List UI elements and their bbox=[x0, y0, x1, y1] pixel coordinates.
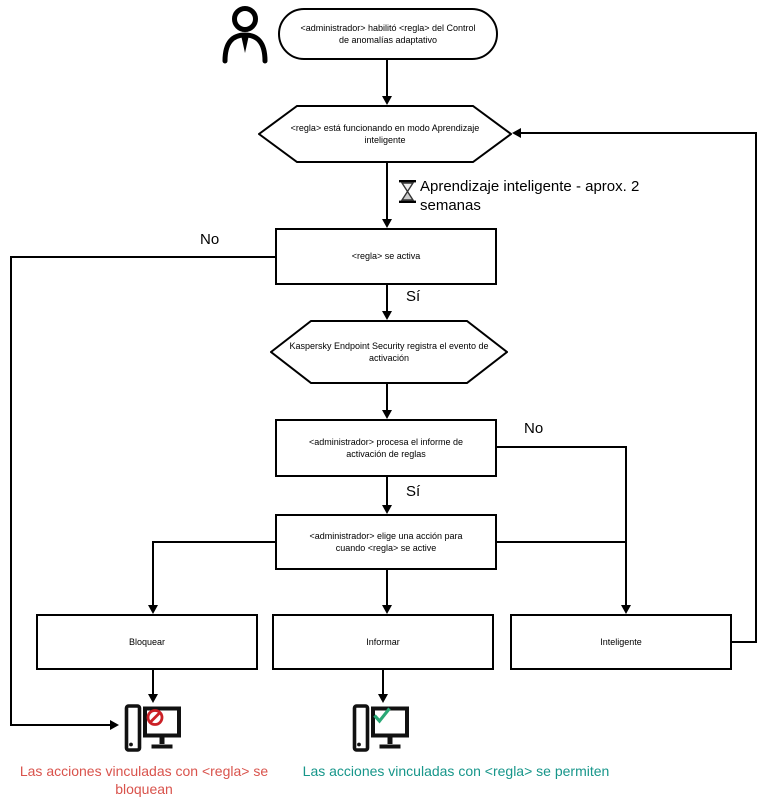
arrowhead bbox=[382, 311, 392, 320]
edge-activates-to-register bbox=[386, 285, 388, 312]
outcome-blocked-text: Las acciones vinculadas con <regla> se b… bbox=[19, 763, 269, 797]
person-icon bbox=[220, 4, 270, 64]
arrowhead bbox=[378, 694, 388, 703]
arrowhead bbox=[382, 410, 392, 419]
edge-label-no-left: No bbox=[200, 231, 220, 248]
arrowhead bbox=[382, 219, 392, 228]
edge-no-left-vertical bbox=[10, 256, 12, 726]
node-learning-mode-label: <regla> está funcionando en modo Aprendi… bbox=[290, 122, 480, 145]
arrowhead bbox=[621, 605, 631, 614]
edge-choose-to-smart-horizontal bbox=[497, 541, 627, 543]
check-mark bbox=[373, 707, 391, 724]
arrowhead bbox=[110, 720, 119, 730]
learning-note: Aprendizaje inteligente - aprox. 2 seman… bbox=[420, 178, 640, 214]
edge-smart-loop-top bbox=[521, 132, 757, 134]
edge-no-right-vertical bbox=[625, 446, 627, 605]
edge-process-to-choose bbox=[386, 477, 388, 506]
node-action-block-label: Bloquear bbox=[128, 636, 166, 647]
arrowhead bbox=[382, 505, 392, 514]
node-choose-action: <administrador> elige una acción para cu… bbox=[275, 514, 497, 570]
edge-label-no-right: No bbox=[524, 420, 544, 437]
node-register-event-label: Kaspersky Endpoint Security registra el … bbox=[289, 340, 489, 363]
edge-no-right-horizontal bbox=[497, 446, 627, 448]
node-start-label: <administrador> habilitó <regla> del Con… bbox=[300, 22, 476, 45]
edge-inform-to-icon bbox=[382, 670, 384, 694]
edge-learning-to-activates bbox=[386, 163, 388, 219]
node-register-event: Kaspersky Endpoint Security registra el … bbox=[270, 320, 508, 384]
computer-blocked-icon bbox=[124, 702, 182, 754]
edge-smart-loop-bottom bbox=[732, 641, 757, 643]
node-action-inform-label: Informar bbox=[366, 636, 400, 647]
edge-start-to-learning bbox=[386, 60, 388, 97]
arrowhead bbox=[148, 694, 158, 703]
node-action-smart: Inteligente bbox=[510, 614, 732, 670]
arrowhead bbox=[382, 96, 392, 105]
edge-block-to-icon bbox=[152, 670, 154, 694]
node-action-smart-label: Inteligente bbox=[600, 636, 642, 647]
edge-choose-to-block-horizontal bbox=[153, 541, 275, 543]
arrowhead bbox=[382, 605, 392, 614]
edge-choose-to-block-vertical bbox=[152, 541, 154, 605]
node-choose-action-label: <administrador> elige una acción para cu… bbox=[309, 530, 463, 553]
edge-no-left-bottom bbox=[10, 724, 111, 726]
node-action-block: Bloquear bbox=[36, 614, 258, 670]
node-start: <administrador> habilitó <regla> del Con… bbox=[278, 8, 498, 60]
node-process-report: <administrador> procesa el informe de ac… bbox=[275, 419, 497, 477]
edge-label-yes-2: Sí bbox=[406, 483, 421, 500]
edge-smart-loop-right bbox=[755, 132, 757, 643]
hourglass-icon bbox=[399, 180, 416, 203]
edge-register-to-process bbox=[386, 384, 388, 411]
node-process-report-label: <administrador> procesa el informe de ac… bbox=[308, 436, 464, 459]
edge-choose-to-inform bbox=[386, 570, 388, 605]
prohibit-sign bbox=[146, 709, 164, 726]
node-rule-activates-label: <regla> se activa bbox=[351, 251, 421, 262]
arrowhead bbox=[148, 605, 158, 614]
node-action-inform: Informar bbox=[272, 614, 494, 670]
computer-allowed-icon bbox=[352, 702, 410, 754]
edge-no-left-horizontal bbox=[11, 256, 275, 258]
edge-label-yes-1: Sí bbox=[406, 288, 421, 305]
prohibit-slash bbox=[149, 711, 161, 724]
node-rule-activates: <regla> se activa bbox=[275, 228, 497, 285]
node-learning-mode: <regla> está funcionando en modo Aprendi… bbox=[258, 105, 512, 163]
outcome-allowed-text: Las acciones vinculadas con <regla> se p… bbox=[302, 763, 610, 779]
arrowhead bbox=[512, 128, 521, 138]
